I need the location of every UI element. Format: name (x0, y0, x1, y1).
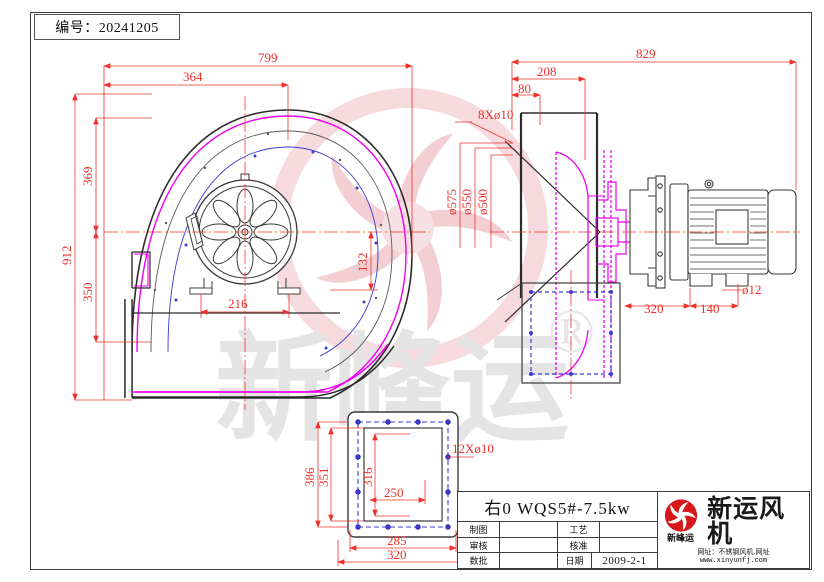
dim-799: 799 (258, 50, 278, 65)
impeller-and-motor-front (185, 173, 301, 295)
dim-dia-12: ø12 (742, 282, 762, 297)
dim-369: 369 (80, 167, 95, 187)
electric-motor (669, 179, 797, 287)
dim-320-flange: 320 (387, 547, 407, 562)
front-centerlines (104, 96, 430, 410)
label-drafter: 制图 (458, 522, 500, 537)
dim-912: 912 (59, 246, 74, 266)
dim-216: 216 (228, 296, 248, 311)
model-designation: 右0 WQS5#-7.5kw (458, 492, 657, 522)
value-drafter[interactable] (500, 522, 558, 537)
note-12x-dia-10: 12Xø10 (452, 441, 494, 456)
value-batch[interactable] (500, 553, 558, 569)
sub-brand-text: 新峰运 (667, 534, 695, 544)
label-date: 日期 (558, 553, 592, 569)
label-process: 工艺 (558, 522, 600, 537)
label-batch: 数批 (458, 553, 500, 569)
dim-316: 316 (360, 467, 375, 487)
website-label: 网址：不锈钢风机.网址 (697, 548, 770, 556)
dim-250: 250 (384, 485, 404, 500)
dim-80: 80 (518, 81, 531, 96)
value-reviewer[interactable] (500, 537, 558, 553)
front-view-dimensions (72, 63, 413, 401)
title-block: 右0 WQS5#-7.5kw 制图 工艺 审核 核准 数批 日期 (457, 491, 810, 569)
dim-386: 386 (302, 467, 317, 487)
website-url: www.xinyunfj.com (699, 557, 768, 566)
label-approver: 核准 (558, 537, 600, 553)
dim-350: 350 (80, 283, 95, 303)
value-date[interactable]: 2009-2-1 (602, 554, 647, 567)
dim-364: 364 (183, 69, 203, 84)
brand-name: 新运风机 (707, 494, 786, 548)
table-row: 制图 工艺 (458, 522, 657, 538)
drawing-frame (30, 12, 812, 570)
side-section-view (496, 112, 797, 384)
fan-logo-icon: 新峰运 (658, 498, 703, 544)
fan-mark-icon (664, 499, 697, 532)
company-logo-block: 新峰运 新运风机 网址：不锈钢风机.网址 www.xinyunfj.com (658, 492, 809, 568)
dim-132: 132 (355, 253, 370, 273)
dim-285: 285 (387, 533, 407, 548)
side-centerlines (490, 231, 800, 400)
note-8x-dia-10: 8Xø10 (478, 107, 513, 122)
dim-208: 208 (537, 64, 557, 79)
table-row: 审核 核准 (458, 537, 657, 554)
table-row: 数批 日期 2009-2-1 (458, 553, 657, 569)
side-view-dimensions (455, 59, 797, 309)
dim-320-side: 320 (644, 301, 664, 316)
drawing-number-box: 编号：20241205 (34, 14, 180, 40)
value-approver[interactable] (600, 538, 657, 553)
dim-dia-550: ø550 (459, 189, 474, 215)
dim-dia-575: ø575 (444, 189, 459, 215)
dim-140: 140 (700, 301, 720, 316)
title-block-table: 右0 WQS5#-7.5kw 制图 工艺 审核 核准 数批 日期 (458, 492, 658, 569)
dim-829: 829 (636, 46, 656, 61)
label-reviewer: 审核 (458, 537, 500, 553)
value-process[interactable] (600, 522, 657, 537)
dim-351: 351 (316, 468, 331, 488)
dim-dia-500: ø500 (475, 189, 490, 215)
